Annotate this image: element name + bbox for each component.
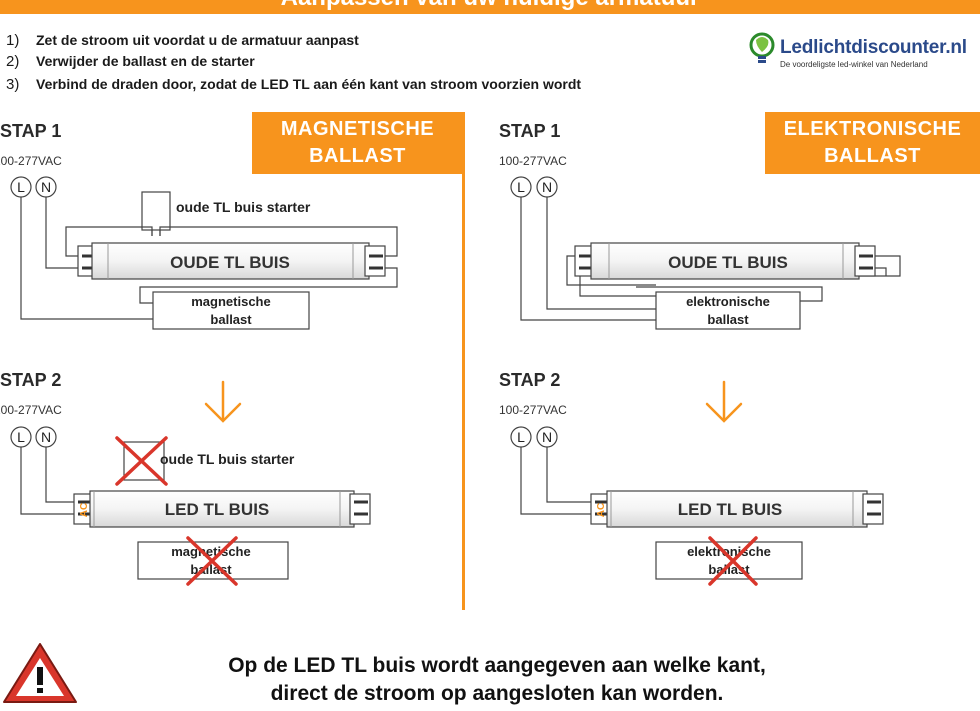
left-voltage-2: 100-277VAC	[0, 403, 62, 417]
svg-text:N: N	[41, 429, 51, 445]
bottom-note: Op de LED TL buis wordt aangegeven aan w…	[228, 654, 766, 705]
terminal-letters: L N L N L N L N	[17, 179, 552, 445]
old-tube-label: OUDE TL BUIS	[170, 253, 290, 272]
electronic-ballast-box: elektronische ballast	[655, 291, 801, 330]
left-stap-2: STAP 2	[0, 370, 62, 390]
left-led-tube: AC LED TL BUIS	[73, 490, 371, 528]
down-arrow-icon	[204, 380, 242, 423]
right-stap-1: STAP 1	[499, 121, 561, 141]
step-3: 3)Verbind de draden door, zodat de LED T…	[6, 76, 582, 93]
step-1: 1)Zet de stroom uit voordat u de armatuu…	[6, 32, 359, 49]
header-electronic-ballast: ELEKTRONISCHE BALLAST	[765, 112, 980, 174]
svg-text:magnetische: magnetische	[171, 544, 250, 559]
warning-icon	[3, 643, 77, 703]
step-2: 2)Verwijder de ballast en de starter	[6, 53, 255, 70]
ballast-cross-icon	[708, 536, 758, 586]
down-arrow-icon	[705, 380, 743, 423]
svg-text:elektronische: elektronische	[686, 294, 770, 309]
svg-text:elektronische: elektronische	[687, 544, 771, 559]
lightbulb-icon	[749, 32, 775, 63]
ac-label: AC	[596, 503, 607, 517]
brand-logo[interactable]: Ledlichtdiscounter.nl De voordeligste le…	[748, 28, 980, 72]
column-divider	[462, 112, 465, 610]
ballast-cross-icon	[186, 536, 238, 586]
right-voltage-1: 100-277VAC	[499, 154, 567, 168]
svg-text:L: L	[517, 429, 525, 445]
left-old-tube: OUDE TL BUIS	[77, 242, 386, 280]
svg-text:N: N	[41, 179, 51, 195]
left-stap-1: STAP 1	[0, 121, 62, 141]
left-voltage-1: 100-277VAC	[0, 154, 62, 168]
right-voltage-2: 100-277VAC	[499, 403, 567, 417]
page-title: Aanpassen van uw huidige armatuur	[0, 0, 980, 10]
removed-starter-label: oude TL buis starter	[160, 451, 295, 467]
brand-tagline: De voordeligste led-winkel van Nederland	[780, 60, 928, 69]
svg-text:L: L	[517, 179, 525, 195]
title-banner: Aanpassen van uw huidige armatuur	[0, 0, 980, 14]
starter-cross-icon	[115, 436, 168, 486]
removed-electronic-ballast: elektronische ballast	[655, 541, 803, 580]
svg-text:magnetische: magnetische	[191, 294, 270, 309]
brand-name: Ledlichtdiscounter.nl	[780, 37, 967, 58]
led-tube-label: LED TL BUIS	[678, 500, 783, 519]
right-step2-diagram	[510, 426, 591, 515]
old-tube-label: OUDE TL BUIS	[668, 253, 788, 272]
magnetic-ballast-box: magnetische ballast	[152, 291, 310, 330]
svg-text:L: L	[17, 179, 25, 195]
svg-text:L: L	[17, 429, 25, 445]
right-led-tube: AC LED TL BUIS	[590, 490, 884, 528]
svg-text:ballast: ballast	[210, 312, 252, 327]
starter-box	[141, 191, 171, 231]
left-step1-diagram	[10, 176, 398, 320]
svg-text:ballast: ballast	[707, 312, 749, 327]
right-old-tube: OUDE TL BUIS	[574, 242, 876, 280]
svg-text:N: N	[542, 429, 552, 445]
header-magnetic-ballast: MAGNETISCHE BALLAST	[252, 112, 463, 174]
ac-label: AC	[79, 503, 90, 517]
svg-text:N: N	[542, 179, 552, 195]
right-stap-2: STAP 2	[499, 370, 561, 390]
starter-label: oude TL buis starter	[176, 199, 311, 215]
led-tube-label: LED TL BUIS	[165, 500, 270, 519]
